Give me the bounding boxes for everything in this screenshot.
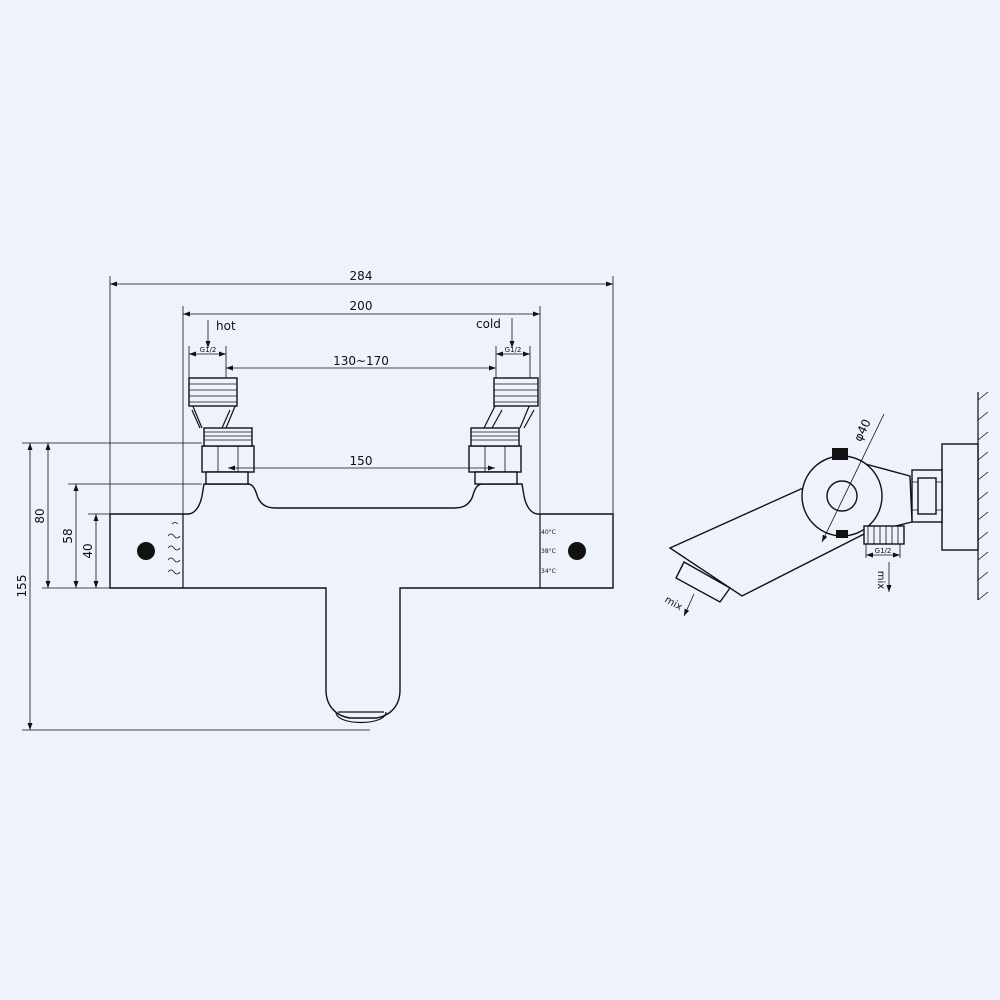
thread-dimension-cold: G1/2 [495, 346, 531, 378]
bottom-outlet-thread [863, 525, 905, 545]
dimension-label: 40 [81, 543, 95, 558]
bottom-cap-block [836, 530, 848, 538]
dimension-label: 284 [350, 269, 373, 283]
mix-spout-arrow: mix [663, 593, 695, 617]
mix-label: mix [663, 594, 685, 613]
hot-label: hot [216, 319, 236, 333]
dimension-overall-width: 284 [109, 269, 614, 514]
scale-mark: 38°C [541, 548, 556, 555]
thread-label: G1/2 [200, 346, 217, 354]
dimension-centers: 150 [228, 454, 495, 471]
thread-label: G1/2 [875, 547, 892, 555]
dimension-inlet-range: 130~170 [226, 354, 496, 371]
cold-label: cold [476, 317, 501, 331]
mixer-body [109, 483, 614, 723]
hot-label-group: hot [205, 319, 236, 348]
wall-flange [941, 443, 979, 551]
front-view: 40°C 38°C 34°C [15, 269, 614, 731]
dimension-label: 80 [33, 508, 47, 523]
dimension-label: 58 [61, 528, 75, 543]
dimension-height-40: 40 [42, 513, 110, 589]
cold-label-group: cold [476, 317, 515, 348]
dimension-height-80: 80 [33, 443, 51, 588]
dimension-label: 155 [15, 575, 29, 598]
hot-inlet-connector [188, 377, 255, 485]
side-view: G1/2 mix mix φ40 [663, 391, 989, 617]
temperature-knob-dot [137, 542, 155, 560]
dimension-body-width: 200 [182, 299, 541, 514]
scale-mark: 34°C [541, 568, 556, 575]
side-thread-dimension: G1/2 [865, 544, 901, 558]
thread-dimension-hot: G1/2 [188, 346, 227, 378]
side-body [668, 455, 913, 603]
dimension-label: 130~170 [333, 354, 389, 368]
thread-label: G1/2 [505, 346, 522, 354]
scale-mark: 40°C [541, 529, 556, 536]
dimension-label: 150 [350, 454, 373, 468]
dimension-total-height: 155 [15, 442, 370, 731]
mix-label: mix [875, 571, 886, 590]
flow-knob-dot [568, 542, 586, 560]
dimension-label: 200 [350, 299, 373, 313]
top-cap-block [832, 448, 848, 460]
hot-symbols [167, 522, 181, 575]
dimension-height-58: 58 [61, 483, 202, 588]
mix-outlet-arrow: mix [875, 562, 892, 592]
connector-nut [911, 469, 943, 523]
temperature-scale: 40°C 38°C 34°C [541, 529, 556, 575]
wall [977, 391, 989, 601]
diameter-label: φ40 [851, 417, 874, 444]
